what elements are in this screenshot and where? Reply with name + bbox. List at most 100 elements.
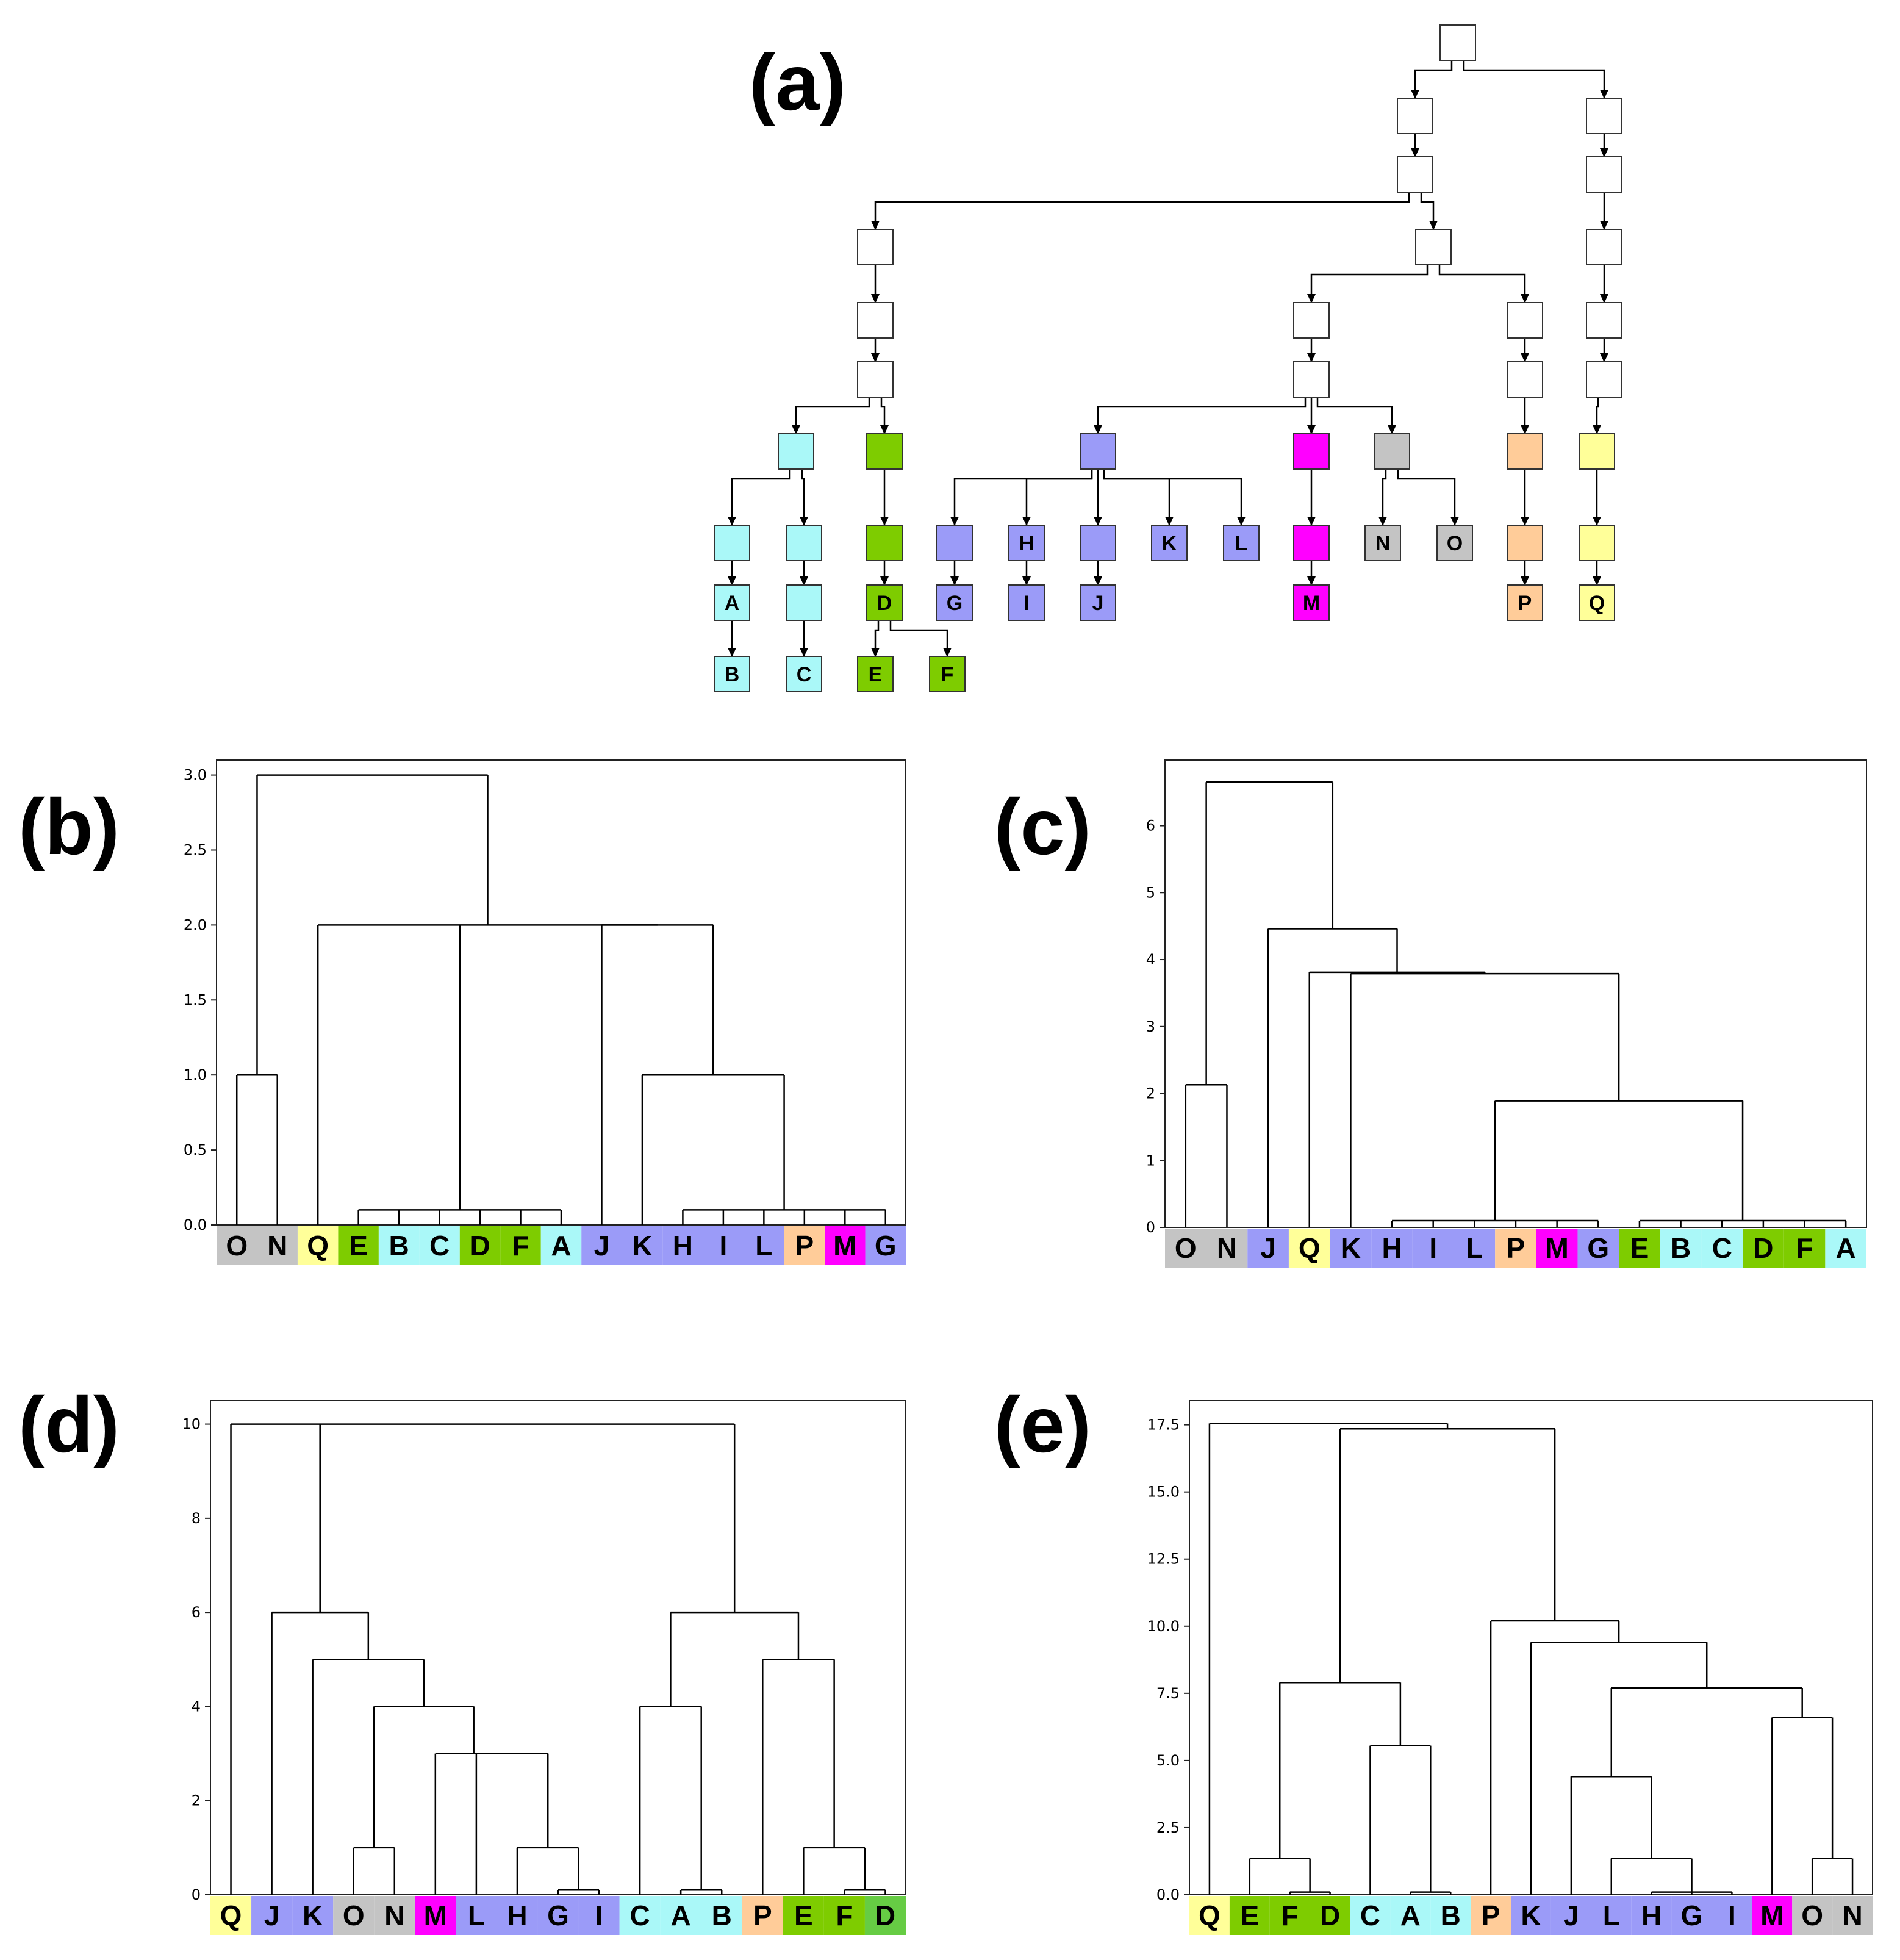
leaf-label: I <box>703 1226 744 1265</box>
tree-node-box <box>1507 361 1543 398</box>
leaf-text: N <box>384 1900 404 1931</box>
tree-node <box>866 433 903 470</box>
y-tick-label: 2 <box>1146 1085 1155 1102</box>
leaf-text: O <box>1175 1232 1197 1264</box>
leaf-text: G <box>1587 1232 1609 1264</box>
leaf-text: M <box>424 1900 447 1931</box>
leaf-label: J <box>1550 1896 1591 1935</box>
leaf-label: G <box>865 1226 906 1265</box>
leaf-text: C <box>1360 1900 1380 1931</box>
tree-node-box <box>1293 302 1330 339</box>
leaf-color-box <box>338 1226 379 1265</box>
leaf-color-box <box>1229 1896 1270 1935</box>
leaf-color-box <box>257 1226 298 1265</box>
leaf-label: P <box>784 1226 825 1265</box>
leaf-text: I <box>1429 1232 1437 1264</box>
tree-node-box <box>1586 302 1622 339</box>
leaf-label: N <box>257 1226 298 1265</box>
tree-node <box>1586 229 1622 265</box>
leaf-color-box <box>459 1226 501 1265</box>
tree-node <box>1586 361 1622 398</box>
leaf-label: L <box>744 1226 784 1265</box>
leaf-color-box <box>622 1226 663 1265</box>
leaf-text: P <box>1507 1232 1525 1264</box>
leaf-label: M <box>825 1226 866 1265</box>
tree-edge <box>1463 60 1608 99</box>
tree-node <box>1293 361 1330 398</box>
tree-node-label: O <box>1447 532 1463 555</box>
leaf-color-box <box>1412 1229 1454 1268</box>
leaf-text: K <box>303 1900 323 1931</box>
leaf-text: Q <box>220 1900 242 1931</box>
leaf-text: J <box>1563 1900 1579 1931</box>
leaf-color-box <box>1430 1896 1471 1935</box>
leaf-color-box <box>784 1226 825 1265</box>
y-tick-label: 1 <box>1146 1152 1155 1169</box>
tree-node <box>1507 525 1543 561</box>
leaf-label: K <box>622 1226 663 1265</box>
y-tick-label: 1.5 <box>184 991 207 1008</box>
leaf-color-box <box>703 1226 744 1265</box>
leaf-color-box <box>825 1226 866 1265</box>
tree-node-label: D <box>877 592 892 615</box>
leaf-label: A <box>660 1896 701 1935</box>
leaf-label: N <box>374 1896 415 1935</box>
tree-edge <box>880 397 889 434</box>
tree-node-box <box>786 584 822 621</box>
tree-node-box <box>1008 525 1045 561</box>
leaf-label: Q <box>1189 1896 1230 1935</box>
leaf-color-box <box>1165 1229 1206 1268</box>
tree-node <box>786 584 822 621</box>
leaf-text: P <box>795 1230 814 1262</box>
tree-node <box>1586 156 1622 193</box>
leaf-text: D <box>470 1230 490 1262</box>
leaf-text: Q <box>307 1230 329 1262</box>
leaf-label: B <box>1430 1896 1471 1935</box>
y-tick-label: 6 <box>1146 817 1155 835</box>
leaf-text: D <box>1753 1232 1773 1264</box>
leaf-color-box <box>581 1226 622 1265</box>
leaf-text: K <box>632 1230 652 1262</box>
leaf-color-box <box>1712 1896 1752 1935</box>
leaf-color-box <box>378 1226 420 1265</box>
leaf-label: K <box>1330 1229 1372 1268</box>
tree-node-box <box>1579 433 1615 470</box>
y-tick-label: 10.0 <box>1147 1618 1180 1635</box>
leaf-color-box <box>537 1896 579 1935</box>
leaf-label: M <box>1536 1229 1578 1268</box>
leaf-color-box <box>619 1896 661 1935</box>
y-tick-label: 5.0 <box>1156 1752 1180 1769</box>
leaf-text: F <box>1282 1900 1299 1931</box>
tree-node-box <box>786 525 822 561</box>
leaf-text: L <box>468 1900 485 1931</box>
leaf-label: D <box>1310 1896 1350 1935</box>
tree-node <box>1579 525 1615 561</box>
leaf-text: M <box>833 1230 856 1262</box>
tree-edge <box>1307 265 1429 303</box>
leaf-label: F <box>1783 1229 1826 1268</box>
leaf-label: N <box>1206 1229 1248 1268</box>
tree-node-label: L <box>1235 532 1248 555</box>
tree-edges <box>728 60 1608 657</box>
leaf-label: E <box>1229 1896 1270 1935</box>
tree-node: F <box>929 656 966 692</box>
leaf-text: A <box>551 1230 571 1262</box>
leaf-label: P <box>1471 1896 1511 1935</box>
tree-node-label: E <box>869 663 883 686</box>
leaf-text: G <box>547 1900 569 1931</box>
tree-node <box>1586 302 1622 339</box>
leaf-label: K <box>1511 1896 1551 1935</box>
leaf-label: M <box>1752 1896 1793 1935</box>
leaf-color-box <box>1832 1896 1873 1935</box>
leaf-color-box <box>1371 1229 1413 1268</box>
leaf-color-box <box>1310 1896 1350 1935</box>
tree-node-box <box>1080 584 1116 621</box>
leaf-text: C <box>630 1900 650 1931</box>
tree-node <box>857 229 894 265</box>
tree-node: G <box>936 584 973 621</box>
leaf-text: M <box>1760 1900 1783 1931</box>
tree-edge <box>728 469 791 526</box>
tree-node-box <box>1507 302 1543 339</box>
leaf-color-box <box>374 1896 415 1935</box>
